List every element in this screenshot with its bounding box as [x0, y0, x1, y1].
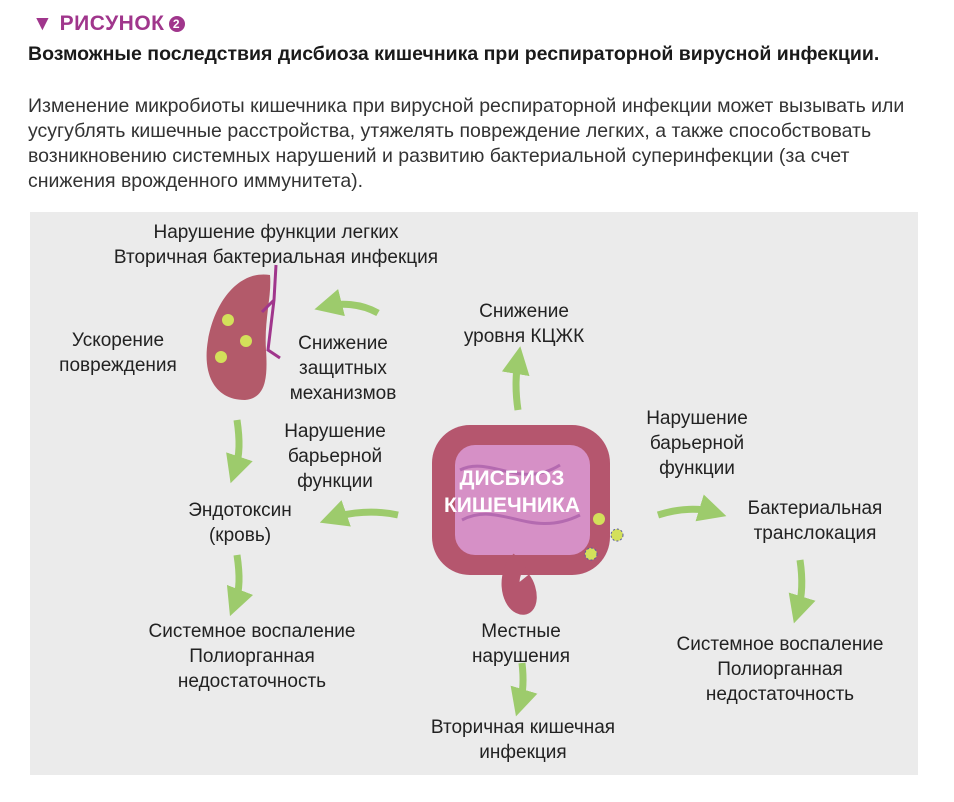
label-endotoxin: Эндотоксин(кровь)	[188, 500, 292, 546]
arrow-lung-down	[226, 419, 253, 484]
figure-title: Возможные последствия дисбиоза кишечника…	[28, 43, 880, 65]
arrow-to-defense	[314, 289, 380, 317]
figure-description: Изменение микробиоты кишечника при вирус…	[28, 95, 905, 192]
figure-number: 2	[168, 16, 185, 32]
arrow-translocation-down	[788, 559, 816, 624]
arrow-endotoxin-down	[226, 554, 254, 617]
arrow-to-endotoxin	[319, 500, 399, 527]
arrow-to-translocation	[656, 494, 727, 522]
intestine-icon	[432, 425, 624, 615]
arrow-local-down	[510, 662, 538, 717]
arrow-up-scfa	[501, 346, 530, 411]
lung-icon	[206, 264, 281, 400]
